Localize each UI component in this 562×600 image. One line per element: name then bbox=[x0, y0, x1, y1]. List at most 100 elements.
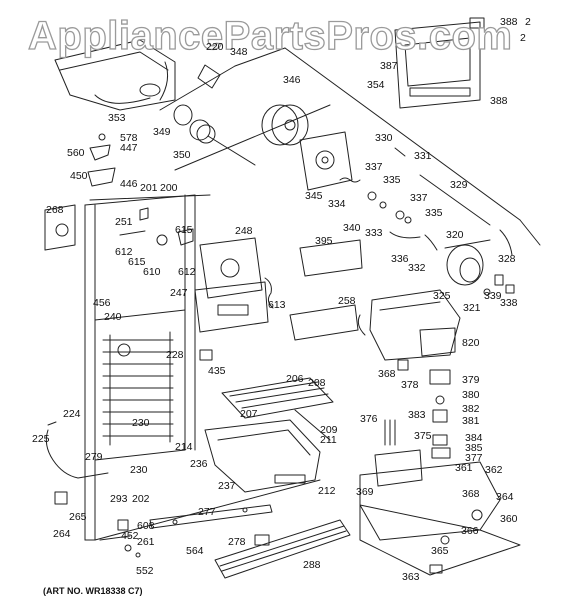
callout-320: 320 bbox=[446, 229, 464, 241]
callout-354: 354 bbox=[367, 79, 385, 91]
callout-365: 365 bbox=[431, 545, 449, 557]
dispenser-door bbox=[394, 17, 485, 109]
control-housing bbox=[194, 237, 269, 333]
shield-cover bbox=[299, 239, 363, 277]
callout-236: 236 bbox=[190, 458, 208, 470]
callout-337: 337 bbox=[410, 192, 428, 204]
callout-258: 258 bbox=[338, 295, 356, 307]
callout-456: 456 bbox=[93, 297, 111, 309]
callout-325: 325 bbox=[433, 290, 451, 302]
callout-230: 230 bbox=[132, 417, 150, 429]
callout-261: 261 bbox=[137, 536, 155, 548]
callout-348: 348 bbox=[230, 46, 248, 58]
callout-368: 368 bbox=[378, 368, 396, 380]
callout-383: 383 bbox=[408, 409, 426, 421]
callout-360: 360 bbox=[500, 513, 518, 525]
callout-345: 345 bbox=[305, 190, 323, 202]
callout-330: 330 bbox=[375, 132, 393, 144]
callout-369: 369 bbox=[356, 486, 374, 498]
callout-366: 366 bbox=[461, 525, 479, 537]
callout-578: 578 bbox=[120, 132, 138, 144]
callout-2: 2 bbox=[525, 16, 531, 28]
callout-368: 368 bbox=[462, 488, 480, 500]
callout-363: 363 bbox=[402, 571, 420, 583]
tubing bbox=[45, 421, 109, 479]
callout-328: 328 bbox=[498, 253, 516, 265]
callout-446: 446 bbox=[120, 178, 138, 190]
callout-612: 612 bbox=[115, 246, 133, 258]
callout-384: 384 bbox=[465, 432, 483, 444]
auger-motor bbox=[197, 64, 309, 146]
callout-450: 450 bbox=[70, 170, 88, 182]
callout-385: 385 bbox=[465, 442, 483, 454]
callout-329: 329 bbox=[450, 179, 468, 191]
callout-264: 264 bbox=[53, 528, 71, 540]
callout-335: 335 bbox=[383, 174, 401, 186]
callout-395: 395 bbox=[315, 235, 333, 247]
callout-613: 613 bbox=[268, 299, 286, 311]
callout-820: 820 bbox=[462, 337, 480, 349]
small-parts-bottom bbox=[54, 349, 409, 558]
callout-278: 278 bbox=[228, 536, 246, 548]
callout-337: 337 bbox=[365, 161, 383, 173]
callout-201: 201 bbox=[140, 182, 158, 194]
callout-211: 211 bbox=[320, 434, 337, 446]
callout-452: 452 bbox=[121, 530, 139, 542]
cabinet-outline bbox=[84, 47, 541, 541]
mounting-bracket bbox=[299, 131, 353, 191]
callout-228: 228 bbox=[166, 349, 184, 361]
auger-coupling bbox=[173, 104, 256, 166]
callout-339: 339 bbox=[484, 290, 502, 302]
callout-202: 202 bbox=[132, 493, 150, 505]
linkage-parts bbox=[339, 147, 513, 256]
callout-388: 388 bbox=[500, 16, 518, 28]
callout-382: 382 bbox=[462, 403, 480, 415]
callout-2: 2 bbox=[520, 32, 526, 44]
callout-209: 209 bbox=[320, 424, 338, 436]
ice-maker bbox=[357, 289, 461, 361]
callout-378: 378 bbox=[401, 379, 419, 391]
callout-230: 230 bbox=[130, 464, 148, 476]
callout-608: 608 bbox=[137, 520, 155, 532]
callout-336: 336 bbox=[391, 253, 409, 265]
callout-552: 552 bbox=[136, 565, 154, 577]
callout-237: 237 bbox=[218, 480, 236, 492]
callout-388: 388 bbox=[490, 95, 508, 107]
callout-333: 333 bbox=[365, 227, 383, 239]
callout-349: 349 bbox=[153, 126, 171, 138]
small-parts-right bbox=[483, 274, 515, 296]
callout-212: 212 bbox=[318, 485, 336, 497]
toe-grille bbox=[214, 519, 351, 579]
ice-bucket bbox=[54, 39, 176, 111]
callout-334: 334 bbox=[328, 198, 346, 210]
callout-376: 376 bbox=[360, 413, 378, 425]
callout-612: 612 bbox=[178, 266, 196, 278]
callout-332: 332 bbox=[408, 262, 426, 274]
callout-279: 279 bbox=[85, 451, 103, 463]
callout-225: 225 bbox=[32, 433, 50, 445]
ice-maker-motor bbox=[444, 239, 491, 286]
callout-224: 224 bbox=[63, 408, 81, 420]
callout-208: 208 bbox=[308, 377, 326, 389]
callout-321: 321 bbox=[463, 302, 481, 314]
callout-350: 350 bbox=[173, 149, 191, 161]
callout-346: 346 bbox=[283, 74, 301, 86]
callout-615: 615 bbox=[128, 256, 146, 268]
callout-362: 362 bbox=[485, 464, 503, 476]
callout-387: 387 bbox=[380, 60, 398, 72]
glass-shelf bbox=[221, 377, 334, 441]
bottom-rail bbox=[149, 504, 273, 529]
shelf-front bbox=[289, 304, 359, 341]
watermark: AppliancePartsPros.com bbox=[27, 13, 513, 58]
callout-268: 268 bbox=[46, 204, 64, 216]
callout-364: 364 bbox=[496, 491, 514, 503]
callout-564: 564 bbox=[186, 545, 204, 557]
callout-435: 435 bbox=[208, 365, 226, 377]
callout-293: 293 bbox=[110, 493, 128, 505]
callout-265: 265 bbox=[69, 511, 87, 523]
callout-615: 615 bbox=[175, 224, 193, 236]
callout-214: 214 bbox=[175, 441, 193, 453]
callout-377: 377 bbox=[465, 452, 483, 464]
